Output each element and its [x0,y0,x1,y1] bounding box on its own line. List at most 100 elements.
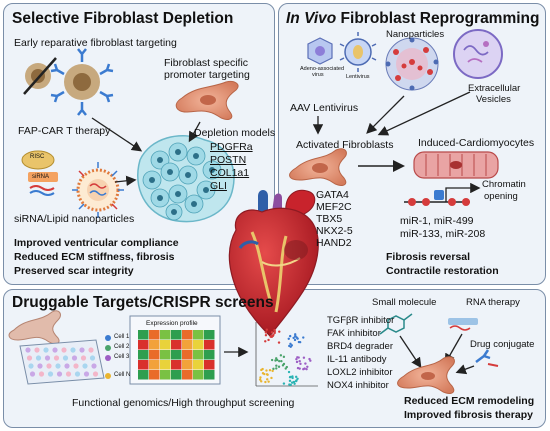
umap-point [269,335,272,338]
umap-point [296,377,299,380]
umap-point [306,365,309,368]
heatmap-cell [171,340,182,350]
well-plate-wells [25,347,99,377]
umap-point [273,330,276,333]
factor-hand2: HAND2 [316,237,352,249]
umap-point [294,333,297,336]
depletion-outcome-1: Improved ventricular compliance [14,237,179,249]
screening-label: Functional genomics/High throughput scre… [72,397,295,409]
umap-point [291,375,294,378]
depletion-outcome-3: Preserved scar integrity [14,265,134,277]
umap-point [270,376,273,380]
umap-point [270,331,274,334]
heatmap-cell [138,330,149,340]
heatmap-cell [171,370,182,380]
well [82,363,88,369]
cell-n-label: Cell N [114,372,131,378]
heatmap-cell [193,360,204,370]
umap-point [282,355,286,359]
heatmap-cell [160,360,171,370]
well [47,371,54,377]
sirna-risc-icon [21,150,58,196]
heatmap-cell [182,340,193,350]
lipid-nanoparticle-icon [72,162,124,218]
umap-point [288,334,292,338]
well [43,347,49,353]
depletion-model-pdgfra: PDGFRa [210,141,253,153]
heatmap-cell [149,340,160,350]
umap-scatter-plot [255,322,318,387]
well [88,347,94,353]
well [37,363,43,369]
chromatin-dna-icon [404,182,481,206]
nanoparticle-icon [385,37,439,91]
heatmap-cell [182,350,193,360]
umap-point [277,341,281,344]
nanoparticles-label: Nanoparticles [386,29,445,40]
umap-point [296,337,299,340]
well [80,355,87,361]
umap-point [271,334,275,338]
extracellular-label-1: Extracellular [468,83,521,94]
cell-dots [105,335,111,379]
well [71,355,78,361]
chromatin-label-1: Chromatin [482,179,526,190]
umap-point [287,337,290,340]
umap-point [278,359,281,363]
depletion-model-postn: POSTN [210,154,247,166]
druggable-title: Druggable Targets/CRISPR screens [12,294,274,311]
well [61,347,67,353]
car-t-label: FAP-CAR T therapy [18,125,111,137]
factor-gata4: GATA4 [316,189,349,201]
umap-point [288,379,292,383]
promoter-targeting-label-1: Fibroblast specific [164,57,249,69]
umap-point [292,336,295,340]
cell-3-label: Cell 3 [114,354,130,360]
heatmap-cell [204,370,215,380]
umap-point [294,375,298,379]
expression-profile-label: Expression profile [146,320,198,327]
heatmap-cell [171,330,182,340]
depletion-model-col1a1: COL1a1 [210,167,250,179]
crossed-car-t-cell-icon [23,57,57,95]
mirna-line-2: miR-133, miR-208 [400,228,486,240]
well-plate-icon [19,339,105,385]
well [29,371,36,377]
heatmap-cell [138,360,149,370]
umap-point [298,359,301,363]
umap-point [268,369,272,372]
fibroblast-cluster-icon [137,135,235,223]
umap-point [274,359,277,362]
umap-point [260,380,263,383]
early-targeting-label: Early reparative fibroblast targeting [14,37,177,49]
druggable-outcome-2: Improved fibrosis therapy [404,409,533,421]
heatmap-cell [182,370,193,380]
inhibitor-loxl2: LOXL2 inhibitor [327,367,393,378]
umap-point [304,362,307,365]
umap-point [271,369,274,373]
heatmap-cell [204,360,215,370]
well [26,355,33,361]
reprogramming-outcome-1: Fibrosis reversal [386,251,471,263]
umap-point [294,379,298,383]
factor-mef2c: MEF2C [316,201,352,213]
umap-point [280,359,283,363]
well [25,347,31,353]
heatmap-cell [204,350,215,360]
umap-point [308,357,311,361]
heatmap-cell [171,350,182,360]
druggable-outcome-1: Reduced ECM remodeling [404,395,535,407]
umap-point [282,382,286,385]
inhibitor-il11: IL-11 antibody [327,354,387,365]
heatmap-cell [204,330,215,340]
well [44,355,51,361]
cell-2-label: Cell 2 [114,344,130,350]
heatmap-cell [149,350,160,360]
well [52,347,58,353]
rna-therapy-label: RNA therapy [466,297,520,308]
heatmap-cell [193,370,204,380]
heatmap-cell [182,360,193,370]
heatmap-cell [160,370,171,380]
umap-point [264,380,267,384]
